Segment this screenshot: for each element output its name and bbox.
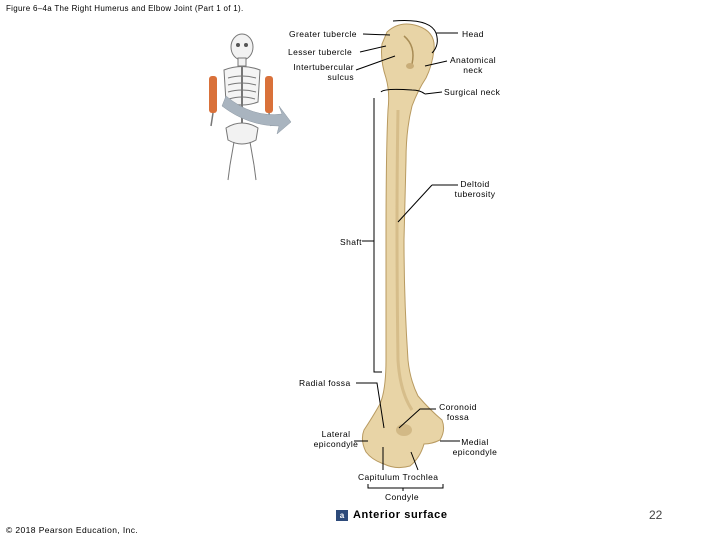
label-medial-epicondyle: Medial epicondyle [452, 437, 498, 457]
right-humerus-highlight [265, 76, 273, 113]
label-anatomical-neck: Anatomical neck [449, 55, 497, 75]
view-badge: a [336, 510, 348, 521]
label-lesser-tubercle: Lesser tubercle [288, 47, 353, 57]
label-deltoid-tuberosity: Deltoid tuberosity [454, 179, 496, 199]
leader-lines [354, 20, 460, 491]
label-shaft: Shaft [340, 237, 362, 247]
skeleton-thumbnail [223, 33, 261, 181]
label-surgical-neck: Surgical neck [444, 87, 501, 97]
label-radial-fossa: Radial fossa [299, 378, 351, 388]
humerus-bone [361, 23, 445, 469]
copyright-notice: © 2018 Pearson Education, Inc. [6, 525, 139, 535]
view-label: Anterior surface [353, 509, 448, 521]
label-condyle: Condyle [385, 492, 419, 502]
label-lateral-epicondyle: Lateral epicondyle [313, 429, 359, 449]
label-intertubercular-sulcus: Intertubercular sulcus [293, 62, 354, 82]
label-coronoid-fossa: Coronoid fossa [439, 402, 477, 422]
label-capitulum-trochlea: Capitulum Trochlea [358, 472, 439, 482]
left-humerus-highlight [209, 76, 217, 113]
pointer-arrow [221, 95, 292, 135]
label-head: Head [462, 29, 484, 39]
page-number: 22 [649, 508, 663, 522]
figure-title: Figure 6–4a The Right Humerus and Elbow … [6, 4, 244, 13]
label-greater-tubercle: Greater tubercle [289, 29, 357, 39]
